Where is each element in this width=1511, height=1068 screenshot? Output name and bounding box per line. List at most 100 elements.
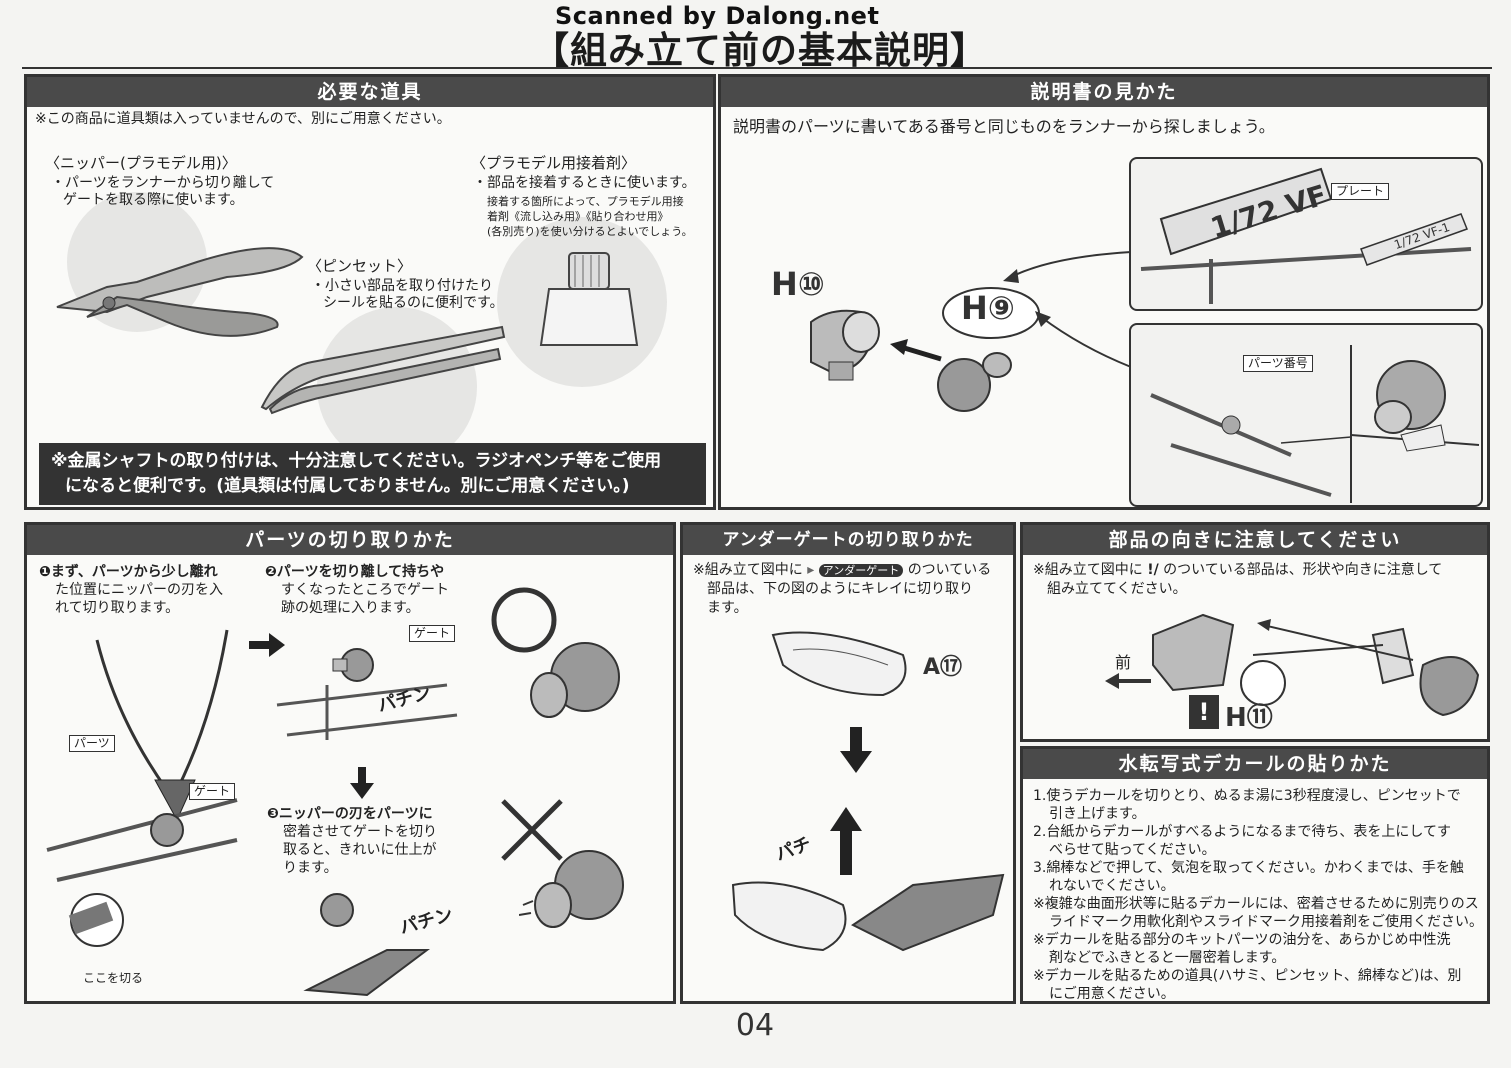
page-number: 04 <box>735 1008 775 1043</box>
scanner-watermark: Scanned by Dalong.net <box>555 2 880 30</box>
undergate-desc-line-1: ※組み立て図中に ▸ アンダーゲート のついている <box>693 561 991 580</box>
good-circle-mark <box>491 587 557 653</box>
tweezers-desc-2: シールを貼るのに便利です。 <box>323 295 504 311</box>
undergate-panel: アンダーゲートの切り取りかた ※組み立て図中に ▸ アンダーゲート のついている… <box>680 522 1016 1004</box>
warning-line-1: ※金属シャフトの取り付けは、十分注意してください。ラジオペンチ等をご使用 <box>51 451 662 471</box>
tools-note: ※この商品に道具類は入っていませんので、別にご用意ください。 <box>35 111 451 127</box>
decal-line-11: ※デカールを貼るための道具(ハサミ、ピンセット、綿棒など)は、別 <box>1033 968 1462 984</box>
step1-illustration <box>46 629 238 947</box>
decal-line-7: ※複雑な曲面形状等に貼るデカールには、密着させるために別売りのス <box>1033 896 1479 912</box>
undergate-part-top <box>771 631 907 697</box>
undergate-nipper <box>851 873 1005 952</box>
glue-note-1: 接着する箇所によって、プラモデル用接 <box>487 195 684 208</box>
decal-heading: 水転写式デカールの貼りかた <box>1023 749 1487 779</box>
cutting-heading: パーツの切り取りかた <box>27 525 673 555</box>
gate-label-step1: ゲート <box>189 783 236 800</box>
bad-cross-mark <box>501 799 563 861</box>
undergate-part-label: A⑰ <box>923 655 963 680</box>
decal-panel: 水転写式デカールの貼りかた 1.使うデカールを切りとり、ぬるま湯に3秒程度浸し、… <box>1020 746 1490 1004</box>
decal-line-10: 剤などでふきとると一層密着します。 <box>1049 950 1286 966</box>
orientation-mark-icon: !/ <box>1147 562 1159 578</box>
manual-heading: 説明書の見かた <box>721 77 1487 107</box>
nipper-title: 〈ニッパー(プラモデル用)〉 <box>45 154 237 172</box>
step1-line-1: ❶まず、パーツから少し離れ <box>39 564 218 580</box>
cut-here-label: ここを切る <box>83 971 144 985</box>
plate-runner-illustration <box>1140 167 1472 304</box>
arrow-step2-to-3 <box>350 767 374 799</box>
glue-title: 〈プラモデル用接着剤〉 <box>471 154 637 172</box>
undergate-desc-part-2: のついている <box>907 562 992 578</box>
undergate-badge: アンダーゲート <box>818 564 904 577</box>
runner-part-illustration <box>1150 345 1480 503</box>
undergate-part-bottom <box>731 881 847 952</box>
warning-exclamation-icon: ! <box>1189 695 1219 729</box>
decal-line-4: べらせて貼ってください。 <box>1049 842 1216 858</box>
gate-label-step2: ゲート <box>409 625 456 642</box>
tweezers-desc-1: ・小さい部品を取り付けたり <box>311 278 493 294</box>
nipper-desc-1: ・パーツをランナーから切り離して <box>51 175 275 191</box>
orientation-desc-part-1: ※組み立て図中に <box>1033 562 1143 578</box>
glue-desc: ・部品を接着するときに使います。 <box>473 175 696 191</box>
manual-guide-panel: 説明書の見かた 説明書のパーツに書いてある番号と同じものをランナーから探しましょ… <box>718 74 1490 510</box>
step2-line-2: すくなったところでゲート <box>281 582 449 598</box>
cutting-panel: パーツの切り取りかた ❶まず、パーツから少し離れ た位置にニッパーの刃を入 れて… <box>24 522 676 1004</box>
front-label: 前 <box>1115 653 1132 672</box>
glue-note-2: 着剤《流し込み用》《貼り合わせ用》 <box>487 210 669 223</box>
parts-label: パーツ <box>69 735 115 752</box>
step3-line-3: 取ると、きれいに仕上が <box>283 842 437 858</box>
undergate-arrow-up <box>830 807 862 875</box>
part-h10-illustration <box>810 309 880 381</box>
part-number-label: パーツ番号 <box>1243 355 1313 372</box>
orientation-part-label: H⑪ <box>1225 703 1273 733</box>
orientation-desc-part-2: のついている部品は、形状や向きに注意して <box>1163 562 1443 578</box>
part-label-h9: H⑨ <box>961 289 1015 327</box>
plate-inset: 1/72 VF 1/72 VF-1 プレート <box>1129 157 1483 311</box>
front-arrow <box>1105 673 1151 689</box>
undergate-desc-line-3: 部品は、下の図のようにキレイに切り取り <box>707 581 973 597</box>
step2-illustration <box>276 648 458 740</box>
decal-line-12: にご用意ください。 <box>1049 986 1175 1002</box>
part-h9-illustration <box>937 352 1012 412</box>
manual-desc: 説明書のパーツに書いてある番号と同じものをランナーから探しましょう。 <box>733 117 1275 136</box>
decal-line-6: れないでください。 <box>1049 878 1175 894</box>
undergate-desc-line-4: ます。 <box>707 600 748 616</box>
nipper-illustration <box>56 247 304 337</box>
orientation-panel: 部品の向きに注意してください ※組み立て図中に !/ のついている部品は、形状や… <box>1020 522 1490 742</box>
good-result-illustration <box>530 642 620 718</box>
part-label-h10: H⑩ <box>771 265 825 303</box>
step3-line-4: ります。 <box>283 860 338 876</box>
tweezers-illustration <box>260 325 506 415</box>
undergate-sfx: パチ <box>773 833 815 866</box>
tweezers-title: 〈ピンセット〉 <box>307 257 413 275</box>
metal-shaft-warning: ※金属シャフトの取り付けは、十分注意してください。ラジオペンチ等をご使用 になる… <box>39 443 706 505</box>
tools-panel: 必要な道具 ※この商品に道具類は入っていませんので、別にご用意ください。 〈ニッ… <box>24 74 716 510</box>
arrow-step1-to-2 <box>249 633 285 657</box>
step3-line-1: ❸ニッパーの刃をパーツに <box>267 806 433 822</box>
callout-arrows <box>1003 251 1132 368</box>
decal-line-5: 3.綿棒などで押して、気泡を取ってください。かわくまでは、手を触 <box>1033 860 1464 876</box>
step2-line-3: 跡の処理に入ります。 <box>281 600 420 616</box>
page-title: 【組み立て前の基本説明】 <box>532 29 988 72</box>
orientation-desc-line-2: 組み立ててください。 <box>1047 581 1187 597</box>
nipper-desc-2: ゲートを取る際に使います。 <box>63 192 244 208</box>
glue-note-3: (各別売り)を使い分けるとよいでしょう。 <box>487 225 693 238</box>
tools-heading: 必要な道具 <box>27 77 713 107</box>
arrow-to-h10 <box>890 339 942 362</box>
decal-line-1: 1.使うデカールを切りとり、ぬるま湯に3秒程度浸し、ピンセットで <box>1033 788 1461 804</box>
undergate-play-icon: ▸ <box>807 562 815 578</box>
warning-line-2: になると便利です。(道具類は付属しておりません。別にご用意ください。) <box>65 476 630 496</box>
step1-line-3: れて切り取ります。 <box>55 600 180 616</box>
part-number-inset: パーツ番号 <box>1129 323 1483 507</box>
step3-illustration <box>303 893 430 997</box>
step3-line-2: 密着させてゲートを切り <box>283 824 437 840</box>
undergate-arrow-down <box>840 727 872 773</box>
decal-line-3: 2.台紙からデカールがすべるようになるまで待ち、表を上にしてす <box>1033 824 1451 840</box>
plate-label: プレート <box>1331 183 1390 200</box>
orientation-assembly-illustration <box>1152 613 1480 717</box>
decal-line-8: ライドマーク用軟化剤やスライドマーク用接着剤をご使用ください。 <box>1049 914 1483 930</box>
glue-bottle-illustration <box>539 252 639 346</box>
orientation-heading: 部品の向きに注意してください <box>1023 525 1487 555</box>
decal-line-9: ※デカールを貼る部分のキットパーツの油分を、あらかじめ中性洗 <box>1033 932 1451 948</box>
undergate-heading: アンダーゲートの切り取りかた <box>683 525 1013 555</box>
bad-result-illustration <box>519 850 624 928</box>
